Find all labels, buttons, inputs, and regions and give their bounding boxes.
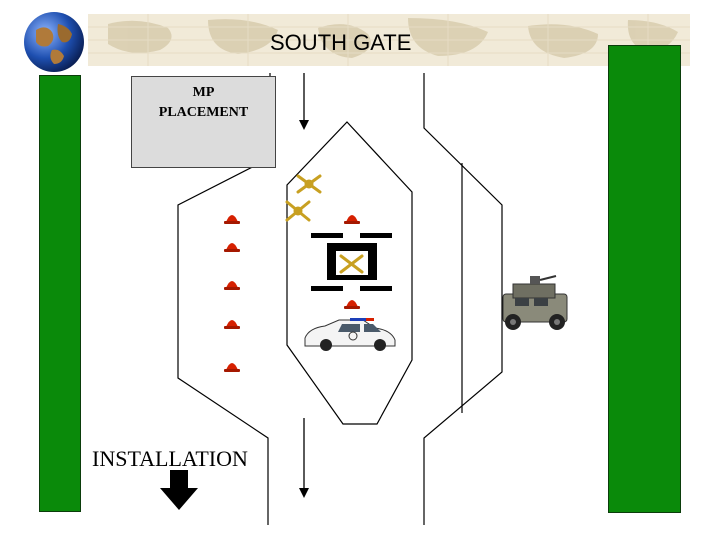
left-perimeter-wall [39, 75, 81, 512]
right-road-edge [423, 73, 503, 525]
mp-placement-box: MP PLACEMENT [131, 76, 276, 168]
traffic-cone-icon [224, 320, 240, 329]
page-title: SOUTH GATE [270, 30, 412, 55]
mp-crossed-pistols-icon [285, 200, 311, 222]
traffic-cone-icon [344, 215, 360, 224]
humvee-icon [502, 275, 568, 330]
world-map-background [88, 14, 690, 66]
barrier-icon [311, 233, 392, 291]
center-island [286, 121, 413, 425]
mp-crossed-pistols-icon [339, 254, 364, 274]
traffic-cone-icon [224, 281, 240, 290]
mp-crossed-pistols-icon [296, 174, 322, 194]
traffic-cone-icon [224, 215, 240, 224]
right-perimeter-wall [608, 45, 681, 513]
police-car-icon [304, 318, 396, 351]
traffic-cone-icon [224, 243, 240, 252]
installation-label: INSTALLATION [92, 446, 248, 471]
mp-box-line2: PLACEMENT [158, 105, 249, 120]
guard-booth-icon [327, 243, 377, 280]
outbound-arrow-icon [299, 418, 309, 498]
mp-box-line1: MP [192, 85, 215, 100]
down-arrow-icon [160, 470, 198, 510]
globe-icon [24, 12, 84, 72]
title-banner [88, 14, 690, 66]
traffic-cone-icon [344, 300, 360, 309]
traffic-cone-icon [224, 363, 240, 372]
inbound-arrow-icon [299, 73, 309, 130]
